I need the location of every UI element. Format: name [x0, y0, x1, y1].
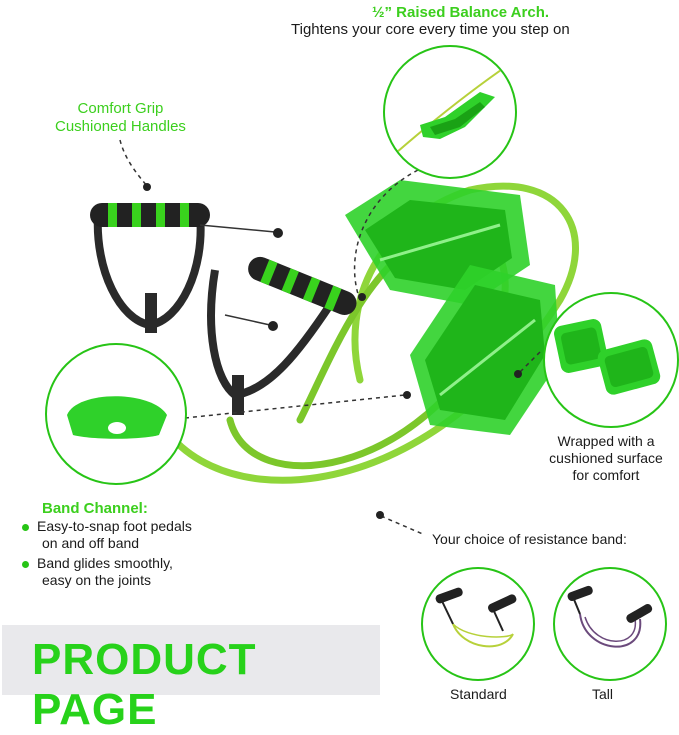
grip-label: Comfort Grip Cushioned Handles [55, 100, 186, 136]
option-standard-label[interactable]: Standard [450, 686, 507, 702]
channel-bullet-2: Band glides smoothly, [22, 555, 192, 572]
arch-description: Tightens your core every time you step o… [291, 21, 570, 38]
product-illustration [90, 139, 579, 536]
surface-label-line3: for comfort [572, 467, 640, 483]
channel-bullet-1-line1: Easy-to-snap foot pedals [37, 518, 192, 534]
surface-label-line2: cushioned surface [549, 450, 663, 466]
band-channel-bullets: Easy-to-snap foot pedals on and off band… [22, 518, 192, 589]
handle-left [90, 203, 283, 333]
arch-title: ½” Raised Balance Arch. [372, 4, 550, 21]
standard-band-circle[interactable] [421, 567, 535, 681]
channel-bullet-1-cont: on and off band [42, 535, 140, 551]
band-channel-zoom-circle [45, 343, 187, 485]
channel-bullet-2-line1: Band glides smoothly, [37, 555, 173, 571]
resistance-title: Your choice of resistance band: [432, 531, 627, 547]
tall-band-image [567, 585, 653, 648]
cushion-zoom-circle [543, 292, 679, 428]
standard-band-image [435, 587, 517, 648]
arch-zoom-image [385, 59, 515, 164]
foot-pedal-bottom [410, 265, 560, 435]
bullet-dot-icon [22, 560, 29, 568]
product-page-banner: PRODUCT PAGE [2, 625, 380, 734]
option-tall-label[interactable]: Tall [592, 686, 614, 702]
cushion-zoom-image [554, 319, 661, 395]
band-channel-title: Band Channel: [42, 500, 148, 517]
surface-label-line1: Wrapped with a [557, 433, 655, 449]
handle-right [207, 256, 357, 415]
surface-label: Wrapped with a cushioned surface for com… [540, 433, 672, 484]
band-channel-zoom-image [67, 396, 167, 439]
arch-zoom-circle [383, 45, 517, 179]
bullet-dot-icon [22, 523, 29, 531]
product-page-banner-text: PRODUCT PAGE [32, 635, 257, 734]
tall-band-circle[interactable] [553, 567, 667, 681]
grip-label-line1: Comfort Grip [77, 100, 164, 117]
channel-bullet-1: Easy-to-snap foot pedals [22, 518, 192, 535]
grip-label-line2: Cushioned Handles [55, 118, 186, 135]
channel-bullet-2-cont: easy on the joints [42, 572, 151, 588]
